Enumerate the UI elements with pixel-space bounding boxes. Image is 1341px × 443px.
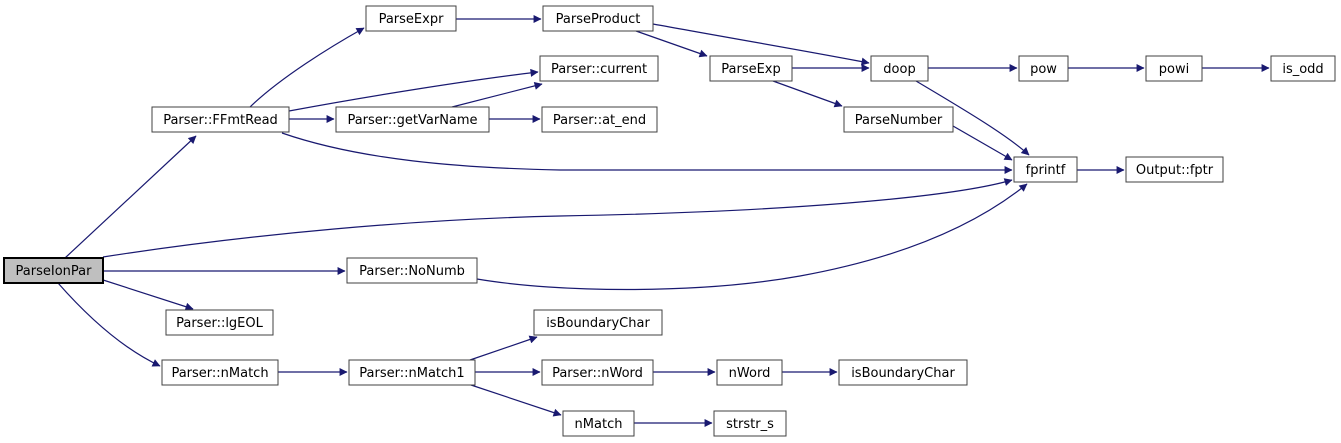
edge-parser-nonumb-to-fprintf xyxy=(476,183,1028,291)
node-parse-ion-par[interactable]: ParseIonPar xyxy=(3,257,104,284)
node-pow[interactable]: pow xyxy=(1018,55,1069,82)
node-is-odd[interactable]: is_odd xyxy=(1270,55,1336,82)
edge-parse-exp-to-parse-number xyxy=(772,80,843,108)
node-parser-nmatch[interactable]: Parser::nMatch xyxy=(161,359,279,386)
edge-parser-nmatch1-to-nmatch xyxy=(470,384,562,417)
node-label-strstr-s: strstr_s xyxy=(726,417,774,432)
node-label-parse-expr: ParseExpr xyxy=(379,12,444,27)
edge-parse-ion-par-to-parser-ffmtread xyxy=(64,135,197,259)
edge-parser-nmatch1-to-is-boundary-char-1 xyxy=(469,335,538,361)
node-powi[interactable]: powi xyxy=(1145,55,1203,82)
node-fprintf[interactable]: fprintf xyxy=(1013,156,1078,183)
node-label-powi: powi xyxy=(1159,62,1189,77)
node-parser-getvarname[interactable]: Parser::getVarName xyxy=(335,106,490,133)
node-parser-nonumb[interactable]: Parser::NoNumb xyxy=(346,257,478,284)
node-box-pow xyxy=(1018,55,1069,82)
node-parser-nmatch1[interactable]: Parser::nMatch1 xyxy=(348,359,476,386)
node-parser-ffmtread[interactable]: Parser::FFmtRead xyxy=(151,106,290,133)
node-box-parser-at-end xyxy=(541,106,658,133)
node-doop[interactable]: doop xyxy=(870,55,929,82)
edge-parser-ffmtread-to-parser-current xyxy=(288,68,539,112)
edge-doop-to-fprintf xyxy=(915,80,1030,156)
edge-parser-ffmtread-to-fprintf xyxy=(281,132,1013,174)
node-label-output-fptr: Output::fptr xyxy=(1136,163,1214,178)
node-box-parse-expr xyxy=(365,5,457,32)
node-box-parser-getvarname xyxy=(335,106,490,133)
node-output-fptr[interactable]: Output::fptr xyxy=(1125,156,1224,183)
node-box-nmatch xyxy=(562,410,635,437)
node-parser-at-end[interactable]: Parser::at_end xyxy=(541,106,658,133)
node-box-parse-number xyxy=(843,106,954,133)
node-label-parser-ffmtread: Parser::FFmtRead xyxy=(163,113,278,128)
node-box-is-boundary-char-1 xyxy=(533,309,663,336)
node-box-powi xyxy=(1145,55,1203,82)
node-label-parse-product: ParseProduct xyxy=(556,12,641,27)
node-label-doop: doop xyxy=(883,62,915,77)
edge-parser-ffmtread-to-parse-expr xyxy=(249,27,365,108)
node-box-fprintf xyxy=(1013,156,1078,183)
node-box-parse-exp xyxy=(709,55,793,82)
node-box-nword xyxy=(716,359,783,386)
node-box-parse-ion-par xyxy=(3,257,104,284)
node-parser-lgeol[interactable]: Parser::lgEOL xyxy=(165,309,274,336)
node-box-parser-nmatch1 xyxy=(348,359,476,386)
node-label-parser-lgeol: Parser::lgEOL xyxy=(176,316,264,331)
node-label-parser-nword: Parser::nWord xyxy=(552,366,643,381)
node-box-strstr-s xyxy=(713,410,787,437)
node-label-parser-nonumb: Parser::NoNumb xyxy=(359,264,465,279)
node-nmatch[interactable]: nMatch xyxy=(562,410,635,437)
node-box-doop xyxy=(870,55,929,82)
node-parser-nword[interactable]: Parser::nWord xyxy=(541,359,654,386)
node-label-parser-nmatch: Parser::nMatch xyxy=(171,366,268,381)
edge-parse-ion-par-to-parser-nmatch xyxy=(57,282,161,367)
node-label-parse-ion-par: ParseIonPar xyxy=(16,264,93,279)
node-box-parser-nword xyxy=(541,359,654,386)
node-label-is-boundary-char-2: isBoundaryChar xyxy=(851,366,955,381)
node-label-nword: nWord xyxy=(729,366,771,381)
node-label-pow: pow xyxy=(1030,62,1057,77)
node-label-parser-nmatch1: Parser::nMatch1 xyxy=(359,366,464,381)
edge-parse-product-to-parse-exp xyxy=(635,30,708,58)
node-is-boundary-char-2[interactable]: isBoundaryChar xyxy=(838,359,968,386)
node-box-output-fptr xyxy=(1125,156,1224,183)
node-parse-exp[interactable]: ParseExp xyxy=(709,55,793,82)
node-label-fprintf: fprintf xyxy=(1026,163,1066,178)
node-label-is-odd: is_odd xyxy=(1282,62,1323,77)
node-box-parse-product xyxy=(542,5,654,32)
node-box-parser-lgeol xyxy=(165,309,274,336)
node-box-is-odd xyxy=(1270,55,1336,82)
edge-parse-number-to-fprintf xyxy=(952,125,1013,161)
node-box-is-boundary-char-2 xyxy=(838,359,968,386)
node-parser-current[interactable]: Parser::current xyxy=(539,55,659,82)
node-label-nmatch: nMatch xyxy=(575,417,623,432)
node-parse-product[interactable]: ParseProduct xyxy=(542,5,654,32)
node-label-parser-getvarname: Parser::getVarName xyxy=(347,113,477,128)
node-label-parser-at-end: Parser::at_end xyxy=(553,113,646,128)
node-box-parser-ffmtread xyxy=(151,106,290,133)
node-box-parser-current xyxy=(539,55,659,82)
node-parse-number[interactable]: ParseNumber xyxy=(843,106,954,133)
edge-parse-ion-par-to-parser-lgeol xyxy=(99,278,194,311)
node-label-parse-number: ParseNumber xyxy=(855,113,943,128)
node-box-parser-nonumb xyxy=(346,257,478,284)
node-parse-expr[interactable]: ParseExpr xyxy=(365,5,457,32)
node-label-is-boundary-char-1: isBoundaryChar xyxy=(546,316,650,331)
node-is-boundary-char-1[interactable]: isBoundaryChar xyxy=(533,309,663,336)
node-box-parser-nmatch xyxy=(161,359,279,386)
node-nword[interactable]: nWord xyxy=(716,359,783,386)
edge-parse-product-to-doop xyxy=(652,23,870,66)
node-label-parse-exp: ParseExp xyxy=(721,62,781,77)
edge-parse-ion-par-to-fprintf xyxy=(102,178,1013,258)
node-strstr-s[interactable]: strstr_s xyxy=(713,410,787,437)
node-label-parser-current: Parser::current xyxy=(551,62,647,77)
edge-parser-getvarname-to-parser-current xyxy=(451,81,543,108)
edges-layer xyxy=(57,15,1270,427)
